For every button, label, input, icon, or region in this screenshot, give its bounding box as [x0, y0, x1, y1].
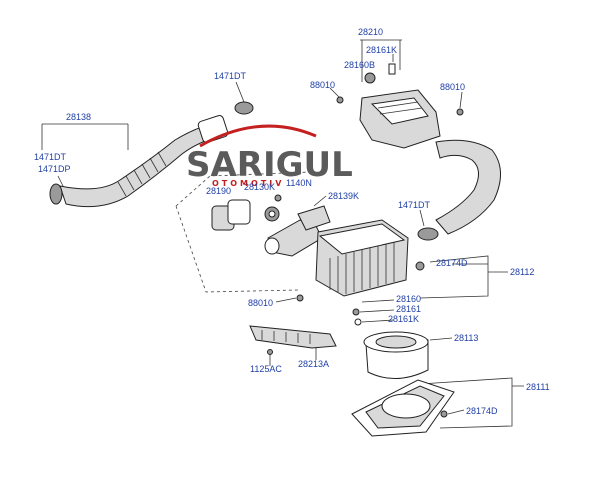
label-1471dt-top: 1471DT [214, 71, 247, 81]
label-1471dt-left: 1471DT [34, 152, 67, 162]
label-28190: 28190 [206, 186, 231, 196]
label-1471dt-right: 1471DT [398, 200, 431, 210]
sarigul-logo: SARIGUL OTOMOTIV [186, 124, 353, 188]
filter-element-28113 [363, 331, 429, 380]
label-28160b: 28160B [344, 60, 375, 70]
label-28130k: 28130K [244, 182, 275, 192]
label-28174d-bottom: 28174D [466, 406, 498, 416]
label-1140n: 1140N [286, 178, 312, 188]
label-88010-mid: 88010 [248, 298, 273, 308]
label-28161k-top: 28161K [366, 45, 397, 55]
label-28213a: 28213A [298, 359, 329, 369]
small-parts-group [211, 194, 331, 257]
label-28161: 28161 [396, 304, 421, 314]
label-88010-top-right: 88010 [440, 82, 465, 92]
part-labels: 28210 28161K 28160B 88010 88010 1471DT 2… [34, 27, 550, 416]
label-28161k-bottom: 28161K [388, 314, 419, 324]
label-28160: 28160 [396, 294, 421, 304]
intake-hose-28138 [49, 101, 254, 208]
air-duct-right [417, 139, 501, 241]
label-28138: 28138 [66, 112, 91, 122]
assembly-boundary [175, 171, 311, 293]
filter-housing-upper-28112 [296, 219, 425, 326]
resonator-28210 [336, 63, 464, 149]
logo-name: SARIGUL [186, 145, 353, 185]
leader-lines [41, 39, 524, 429]
label-28210: 28210 [358, 27, 383, 37]
label-1125ac: 1125AC [250, 364, 282, 374]
label-28113: 28113 [454, 333, 478, 343]
logo-tagline: OTOMOTIV [212, 179, 284, 188]
label-28112: 28112 [510, 267, 534, 277]
logo-swoosh [199, 124, 317, 148]
label-88010-top-left: 88010 [310, 80, 335, 90]
filter-housing-lower-28111 [351, 379, 455, 437]
label-28111: 28111 [526, 382, 550, 392]
label-28139k: 28139K [328, 191, 359, 201]
label-28174d-top: 28174D [436, 258, 468, 268]
bracket-28213A [249, 325, 337, 355]
label-1471dp: 1471DP [38, 164, 71, 174]
